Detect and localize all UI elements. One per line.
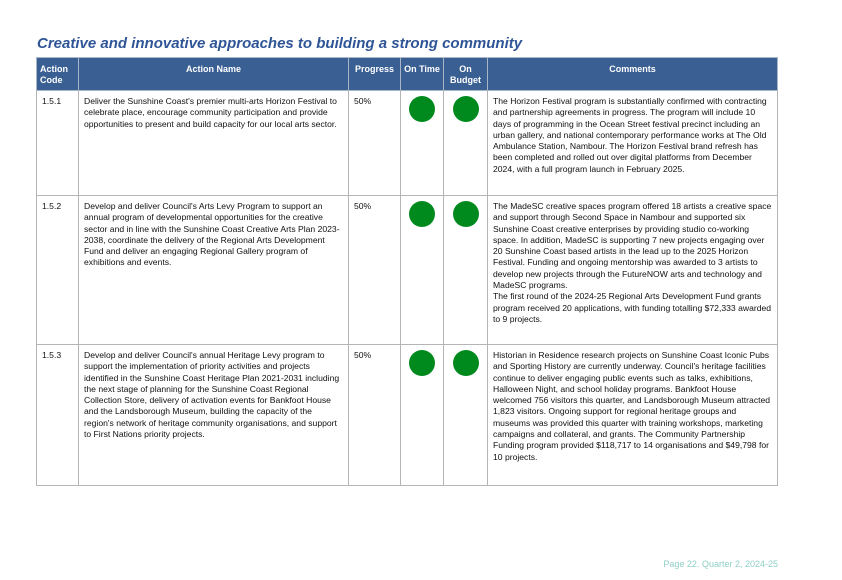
on-budget-cell	[443, 344, 488, 486]
status-green-dot-icon	[409, 350, 435, 376]
on-time-cell	[400, 344, 444, 486]
action-code: 1.5.3	[36, 344, 79, 486]
page-title: Creative and innovative approaches to bu…	[37, 35, 523, 52]
actions-table: Action Code Action Name Progress On Time…	[36, 57, 778, 486]
on-budget-cell	[443, 195, 488, 345]
progress-value: 50%	[348, 195, 401, 345]
table-row: 1.5.3 Develop and deliver Council's annu…	[36, 344, 778, 486]
comments-cell: The Horizon Festival program is substant…	[487, 90, 778, 196]
status-green-dot-icon	[452, 201, 479, 227]
action-name: Deliver the Sunshine Coast's premier mul…	[78, 90, 349, 196]
comment-paragraph: Historian in Residence research projects…	[493, 350, 771, 462]
header-action-code: Action Code	[36, 57, 79, 91]
header-comments: Comments	[487, 57, 778, 91]
status-green-dot-icon	[409, 96, 435, 122]
action-code: 1.5.2	[36, 195, 79, 345]
comment-paragraph: The first round of the 2024-25 Regional …	[493, 291, 772, 324]
comment-paragraph: The MadeSC creative spaces program offer…	[493, 201, 772, 291]
action-name: Develop and deliver Council's Arts Levy …	[78, 195, 349, 345]
header-on-time: On Time	[400, 57, 444, 91]
action-code: 1.5.1	[36, 90, 79, 196]
on-time-cell	[400, 90, 444, 196]
status-green-dot-icon	[452, 350, 479, 376]
comments-cell: Historian in Residence research projects…	[487, 344, 778, 486]
action-name: Develop and deliver Council's annual Her…	[78, 344, 349, 486]
header-on-budget: On Budget	[443, 57, 488, 91]
comment-paragraph: The Horizon Festival program is substant…	[493, 96, 767, 174]
table-row: 1.5.2 Develop and deliver Council's Arts…	[36, 195, 778, 345]
comments-cell: The MadeSC creative spaces program offer…	[487, 195, 778, 345]
page-footer: Page 22. Quarter 2, 2024-25	[663, 559, 778, 569]
progress-value: 50%	[348, 344, 401, 486]
table-header-row: Action Code Action Name Progress On Time…	[36, 57, 778, 91]
table-row: 1.5.1 Deliver the Sunshine Coast's premi…	[36, 90, 778, 196]
on-time-cell	[400, 195, 444, 345]
status-green-dot-icon	[409, 201, 435, 227]
on-budget-cell	[443, 90, 488, 196]
header-progress: Progress	[348, 57, 401, 91]
status-green-dot-icon	[452, 96, 479, 122]
progress-value: 50%	[348, 90, 401, 196]
header-action-name: Action Name	[78, 57, 349, 91]
